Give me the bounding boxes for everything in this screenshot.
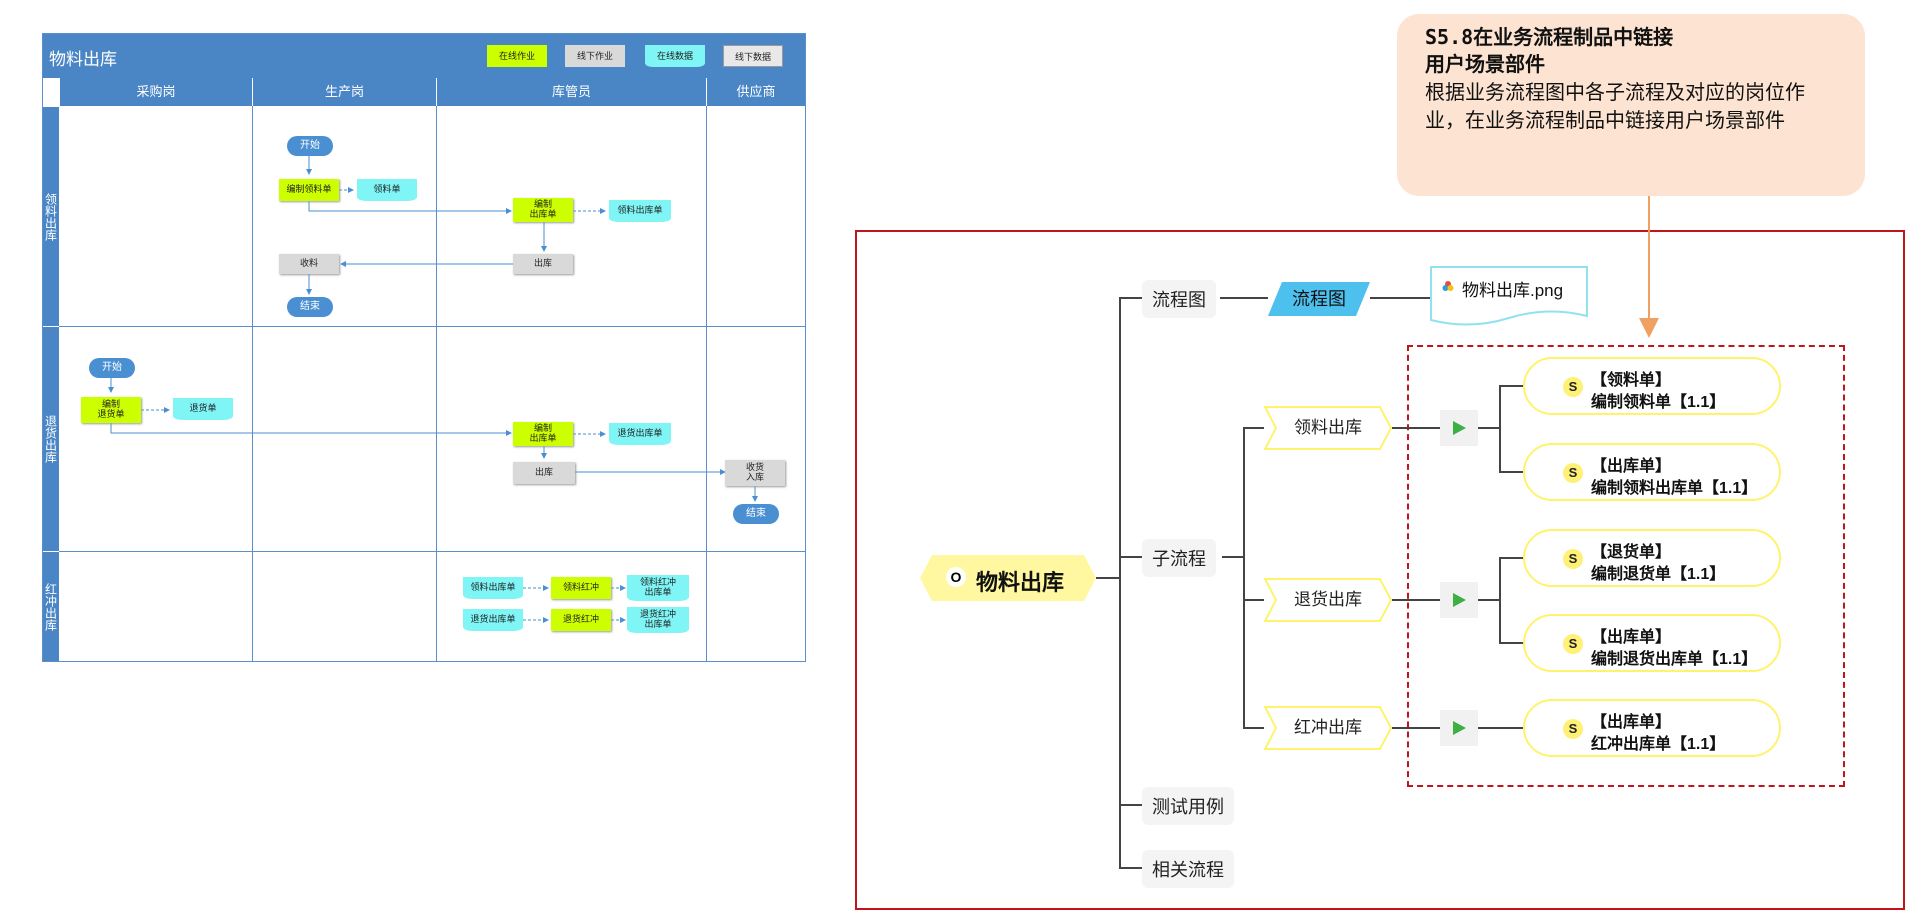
- task-pick-red-reverse: 领料红冲: [551, 577, 611, 599]
- task-make-out-order: 编制 出库单: [513, 198, 573, 222]
- legend-offline-task: 线下作业: [565, 45, 625, 67]
- scene-link-highlight: [1407, 345, 1845, 787]
- subflow-pick-out[interactable]: 领料出库: [1264, 406, 1392, 450]
- legend-online-task: 在线作业: [487, 45, 547, 67]
- task-stock-out: 出库: [513, 254, 573, 274]
- task-make-out-order: 编制 出库单: [513, 422, 573, 446]
- scene-detail: 红冲出库单【1.1】: [1591, 736, 1726, 753]
- end-node: 结束: [733, 504, 779, 524]
- branch-related-flows[interactable]: 相关流程: [1142, 850, 1234, 888]
- flow-connectors: [108, 156, 758, 623]
- lane-header-purchasing: 采购岗: [59, 78, 252, 106]
- scene-title: 【领料单】: [1591, 372, 1672, 389]
- doc-return-red-out-order: 退货红冲 出库单: [627, 607, 689, 633]
- flowchart-tag[interactable]: 流程图: [1268, 282, 1370, 316]
- scene-detail: 编制领料出库单【1.1】: [1591, 480, 1758, 497]
- scene-node[interactable]: S 【退货单】 编制退货单【1.1】: [1523, 529, 1781, 587]
- scene-title: 【出库单】: [1591, 714, 1672, 731]
- lane-divider: [252, 106, 253, 661]
- row-divider: [59, 326, 805, 327]
- task-stock-out: 出库: [513, 462, 575, 484]
- legend-online-data: 在线数据: [645, 45, 705, 67]
- scene-icon: S: [1563, 463, 1583, 483]
- scene-node[interactable]: S 【出库单】 编制领料出库单【1.1】: [1523, 443, 1781, 501]
- subflow-label: 退货出库: [1294, 590, 1362, 609]
- scene-node[interactable]: S 【领料单】 编制领料单【1.1】: [1523, 357, 1781, 415]
- scene-icon: S: [1563, 719, 1583, 739]
- doc-pick-red-out-order: 领料红冲 出库单: [627, 575, 689, 601]
- row-divider: [59, 551, 805, 552]
- lane-header-production: 生产岗: [252, 78, 436, 106]
- lane-header-supplier: 供应商: [706, 78, 805, 106]
- lane-divider: [436, 106, 437, 661]
- task-receive-material: 收料: [279, 254, 339, 274]
- row-header-pick-out: 领料出库: [43, 106, 59, 326]
- file-attachment[interactable]: 物料出库.png: [1430, 266, 1588, 328]
- scene-icon: S: [1563, 549, 1583, 569]
- root-label: 物料出库: [976, 570, 1065, 595]
- doc-pick-out-order: 领料出库单: [463, 577, 523, 599]
- play-icon: [1453, 721, 1466, 735]
- step-callout: S5.8在业务流程制品中链接 用户场景部件 根据业务流程图中各子流程及对应的岗位…: [1397, 14, 1865, 196]
- callout-body: 根据业务流程图中各子流程及对应的岗位作业，在业务流程制品中链接用户场景部件: [1425, 80, 1805, 132]
- play-button[interactable]: [1440, 582, 1478, 618]
- doc-pick-list: 领料单: [357, 179, 417, 201]
- play-button[interactable]: [1440, 710, 1478, 746]
- branch-flowchart[interactable]: 流程图: [1142, 280, 1216, 318]
- doc-pick-out-order: 领料出库单: [609, 200, 671, 222]
- doc-return-out-order: 退货出库单: [463, 609, 523, 631]
- image-file-icon: [1442, 281, 1454, 291]
- lane-divider: [706, 106, 707, 661]
- scene-node[interactable]: S 【出库单】 编制退货出库单【1.1】: [1523, 614, 1781, 672]
- play-button[interactable]: [1440, 410, 1478, 446]
- lane-header-warehouse: 库管员: [436, 78, 706, 106]
- callout-title: S5.8在业务流程制品中链接 用户场景部件: [1425, 25, 1674, 76]
- scene-title: 【退货单】: [1591, 544, 1672, 561]
- scene-node[interactable]: S 【出库单】 红冲出库单【1.1】: [1523, 699, 1781, 757]
- task-make-return-order: 编制 退货单: [81, 397, 141, 423]
- root-icon: O: [946, 567, 966, 587]
- task-return-red-reverse: 退货红冲: [551, 609, 611, 631]
- scene-detail: 编制退货单【1.1】: [1591, 566, 1726, 583]
- branch-subflows[interactable]: 子流程: [1142, 539, 1216, 577]
- legend-offline-data: 线下数据: [723, 45, 783, 67]
- root-node: O 物料出库: [920, 555, 1096, 601]
- mindmap-frame: [855, 230, 1905, 910]
- task-supplier-receive: 收货 入库: [725, 460, 785, 486]
- subflow-red-out[interactable]: 红冲出库: [1264, 706, 1392, 750]
- scene-detail: 编制领料单【1.1】: [1591, 394, 1726, 411]
- branch-test-cases[interactable]: 测试用例: [1142, 787, 1234, 825]
- scene-title: 【出库单】: [1591, 458, 1672, 475]
- play-icon: [1453, 593, 1466, 607]
- scene-icon: S: [1563, 377, 1583, 397]
- subflow-return-out[interactable]: 退货出库: [1264, 578, 1392, 622]
- scene-icon: S: [1563, 634, 1583, 654]
- doc-return-out-order: 退货出库单: [609, 423, 671, 445]
- row-header-return-out: 退货出库: [43, 326, 59, 551]
- doc-return-order: 退货单: [173, 398, 233, 420]
- flowchart-tag-label: 流程图: [1292, 289, 1346, 309]
- start-node: 开始: [89, 358, 135, 378]
- subflow-label: 红冲出库: [1294, 718, 1362, 737]
- end-node: 结束: [287, 297, 333, 317]
- scene-detail: 编制退货出库单【1.1】: [1591, 651, 1758, 668]
- play-icon: [1453, 421, 1466, 435]
- file-name: 物料出库.png: [1462, 281, 1564, 300]
- start-node: 开始: [287, 136, 333, 156]
- swimlane-flowchart: 物料出库 在线作业 线下作业 在线数据 线下数据 采购岗 生产岗 库管员 供应商…: [42, 33, 806, 662]
- row-header-red-out: 红冲出库: [43, 551, 59, 661]
- swimlane-header: 物料出库 在线作业 线下作业 在线数据 线下数据: [43, 34, 805, 78]
- subflow-label: 领料出库: [1294, 418, 1362, 437]
- task-make-pick-list: 编制领料单: [279, 179, 339, 201]
- swimlane-title: 物料出库: [49, 50, 117, 69]
- scene-title: 【出库单】: [1591, 629, 1672, 646]
